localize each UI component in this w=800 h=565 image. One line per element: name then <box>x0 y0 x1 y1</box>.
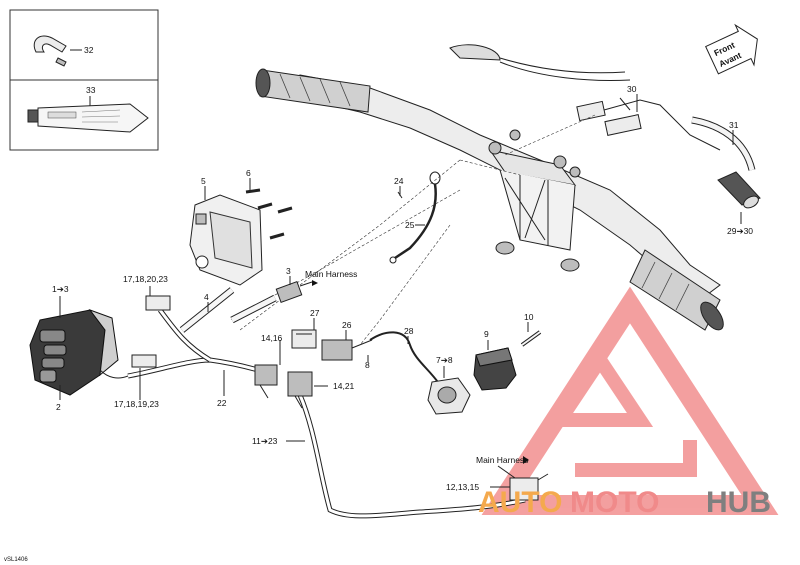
tube-33-illustration <box>27 96 149 133</box>
callout-24: 24 <box>394 176 404 186</box>
callout-31: 31 <box>729 120 739 130</box>
watermark-text: AUTO MOTO HUB <box>478 486 771 519</box>
sensor-7-8 <box>427 377 471 415</box>
callout-leaders <box>139 94 742 488</box>
watermark-logo <box>481 286 779 515</box>
main-harness-top-label: Main Harness <box>305 269 357 279</box>
callout-25: 25 <box>405 220 415 230</box>
callout-9: 9 <box>484 329 489 339</box>
callout-4: 4 <box>204 292 209 302</box>
part-29-cylinder <box>717 171 761 209</box>
connector-27 <box>291 329 317 349</box>
diagram-id: vSL1406 <box>4 557 28 563</box>
connector-12-13-15 <box>509 473 549 501</box>
callout-1-3: 1➔3 <box>52 284 69 294</box>
connector-30 <box>576 97 721 151</box>
callout-2: 2 <box>56 402 61 412</box>
callout-17-18-19-23: 17,18,19,23 <box>114 399 159 409</box>
callout-8: 8 <box>365 360 370 370</box>
pin-10 <box>520 330 542 347</box>
right-grip <box>629 249 724 331</box>
handlebar-riser <box>488 129 581 272</box>
callout-7-8: 7➔8 <box>436 355 453 365</box>
callout-29-30: 29➔30 <box>727 226 753 236</box>
callout-27: 27 <box>310 308 320 318</box>
callout-14-16: 14,16 <box>261 333 283 343</box>
callout-11-23: 11➔23 <box>252 436 278 446</box>
inset-label-33: 33 <box>86 85 96 95</box>
ground-wire-25 <box>389 171 441 264</box>
clip-32-illustration <box>33 35 82 67</box>
callout-14-21: 14,21 <box>333 381 355 391</box>
left-grip <box>255 68 371 113</box>
watermark-hub: HUB <box>706 486 771 519</box>
knob-9 <box>473 347 517 391</box>
connector-3 <box>275 280 318 303</box>
callout-26: 26 <box>342 320 352 330</box>
switch-assembly-1-3 <box>29 296 129 400</box>
callout-10: 10 <box>524 312 534 322</box>
callout-6: 6 <box>246 168 251 178</box>
watermark-auto: AUTO <box>478 486 562 519</box>
callout-17-18-20-23: 17,18,20,23 <box>123 274 168 284</box>
housing-5 <box>189 194 263 286</box>
handlebar <box>255 44 724 331</box>
front-direction-badge: Front Avant <box>705 23 758 75</box>
tube-4 <box>179 287 277 333</box>
main-harness-bottom-label: Main Harness <box>476 455 528 465</box>
watermark-moto: MOTO <box>570 486 659 519</box>
callout-5: 5 <box>201 176 206 186</box>
callout-12-13-15: 12,13,15 <box>446 482 479 492</box>
callout-30: 30 <box>627 84 637 94</box>
inset-label-32: 32 <box>84 45 94 55</box>
callout-28: 28 <box>404 326 414 336</box>
wire-28 <box>369 331 441 386</box>
tube-31 <box>691 116 756 171</box>
harness-22 <box>127 295 526 519</box>
callout-3: 3 <box>286 266 291 276</box>
main-harness-arrow-icon <box>523 456 529 464</box>
assembly-dashed-lines <box>229 114 596 346</box>
callout-22: 22 <box>217 398 227 408</box>
callout-labels: 6 5 17,18,20,23 3 Main Harness 4 1➔3 2 1… <box>52 84 753 492</box>
screws-6 <box>245 188 293 240</box>
inset-box: 32 33 <box>9 9 159 151</box>
connector-26 <box>321 339 373 361</box>
